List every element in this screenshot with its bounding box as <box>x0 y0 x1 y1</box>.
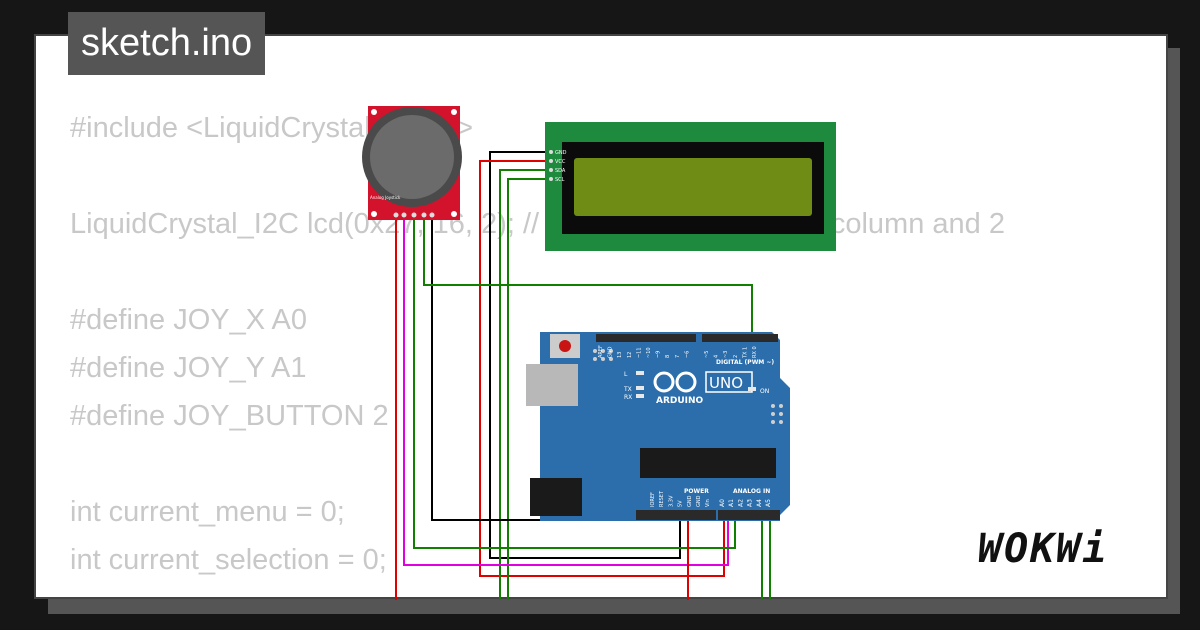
wire-sda <box>499 169 553 600</box>
digital-pin-label: 13 <box>617 352 623 358</box>
lcd-screen <box>574 158 812 216</box>
lcd-pin[interactable] <box>549 159 553 163</box>
atmega-chip <box>640 448 776 478</box>
usb-port <box>526 364 578 406</box>
analog-pin-label: A4 <box>756 499 763 507</box>
digital-pin-label: 2 <box>733 355 739 358</box>
code-line: #define JOY_BUTTON 2 <box>70 400 389 432</box>
wire-vcc <box>479 160 725 577</box>
wire-joy-vrx <box>403 215 729 566</box>
power-pin-label: 5V <box>678 500 684 507</box>
arduino-logo <box>653 371 697 393</box>
lcd-pin-label: VCC <box>555 159 566 165</box>
lcd-pin-label: SCL <box>555 177 565 183</box>
digital-pin-label: ~10 <box>646 347 652 358</box>
wire-scl <box>507 178 553 600</box>
digital-pin-label: 4 <box>714 355 720 358</box>
analog-pin-label: A1 <box>728 499 735 507</box>
digital-pin-label: RX 0 <box>752 346 758 358</box>
power-pin-label: 3.3V <box>668 495 674 507</box>
analog-pin-label: A3 <box>747 499 754 507</box>
arduino-uno[interactable]: ARDUINO UNO DIGITAL (PWM ~) POWER ANALOG… <box>526 332 790 521</box>
code-line: #define JOY_X A0 <box>70 304 307 336</box>
status-led <box>636 371 644 375</box>
joystick-module[interactable]: Analog Joystick <box>362 106 462 220</box>
digital-pin-label: ~3 <box>723 351 729 358</box>
wokwi-logo: WOKWi <box>978 526 1109 572</box>
power-pin-label: GND <box>687 495 693 507</box>
digital-pin-label: 8 <box>665 355 671 358</box>
power-header <box>636 510 716 520</box>
digital-label: DIGITAL (PWM ~) <box>716 359 774 366</box>
icsp-header <box>593 349 783 424</box>
lcd-pin-label: SDA <box>555 168 566 174</box>
on-label: ON <box>760 388 769 395</box>
digital-pin-label: ~11 <box>636 347 642 358</box>
digital-header-b <box>702 334 778 342</box>
led-label: L <box>624 371 628 378</box>
on-led <box>748 387 756 391</box>
digital-pin-label: ~5 <box>704 351 710 358</box>
code-line: #define JOY_Y A1 <box>70 352 307 384</box>
digital-pin-label: ~6 <box>684 351 690 358</box>
digital-pin-label: 12 <box>627 352 633 358</box>
lcd-pin[interactable] <box>549 150 553 154</box>
power-label: POWER <box>684 488 709 495</box>
lcd-pin[interactable] <box>549 168 553 172</box>
power-pin-label: IOREF <box>650 492 656 507</box>
lcd-pin[interactable] <box>549 177 553 181</box>
digital-pin-label: GND <box>608 346 614 358</box>
digital-header-a <box>596 334 696 342</box>
digital-pin-label: 7 <box>675 355 681 358</box>
digital-pin-label: AREF <box>598 345 604 358</box>
power-pin-label: GND <box>696 495 702 507</box>
wire-joy-sw <box>423 215 753 335</box>
code-line: int current_menu = 0; <box>70 496 345 528</box>
status-led <box>636 386 644 390</box>
joystick-knob[interactable] <box>370 115 454 199</box>
joystick-label: Analog Joystick <box>370 195 401 200</box>
digital-pin-label: ~9 <box>656 351 662 358</box>
wire-gnd <box>489 151 681 559</box>
analog-pin-label: A2 <box>737 499 744 507</box>
status-led <box>636 394 644 398</box>
lcd-pins: GND VCC SDA SCL <box>549 150 567 183</box>
wires <box>395 151 771 600</box>
led-label: RX <box>624 394 632 401</box>
analog-pin-label: A0 <box>719 499 726 507</box>
file-title-tag: sketch.ino <box>68 12 266 75</box>
power-jack <box>530 478 582 516</box>
led-label: TX <box>623 386 632 393</box>
digital-pin-label: TX 1 <box>742 347 748 359</box>
analog-label: ANALOG IN <box>733 488 770 495</box>
analog-header <box>718 510 780 520</box>
lcd-display[interactable]: GND VCC SDA SCL <box>545 122 836 251</box>
power-pin-label: RESET <box>659 490 665 507</box>
power-pin-label: Vin <box>705 499 711 507</box>
lcd-pin-label: GND <box>555 150 567 156</box>
arduino-model: UNO <box>709 374 743 392</box>
joystick-pins <box>393 212 435 218</box>
code-line: int current_selection = 0; <box>70 544 387 576</box>
wire-joy-vry <box>413 215 736 549</box>
reset-button[interactable] <box>559 340 571 352</box>
analog-pin-label: A5 <box>765 499 772 507</box>
arduino-brand: ARDUINO <box>656 396 704 406</box>
